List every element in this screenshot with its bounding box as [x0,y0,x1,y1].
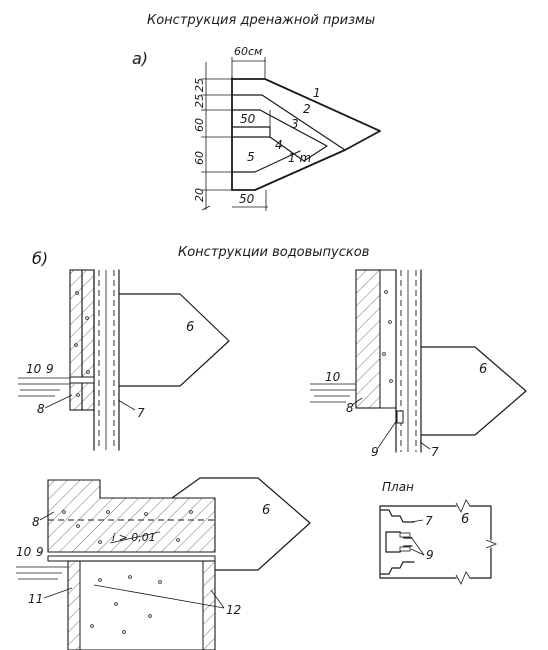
layer-label-2: 2 [303,102,311,116]
slope-label: 1 m [288,151,311,165]
label-a: а) [132,49,148,68]
dim-50-top: 50 [240,112,256,126]
tr-label-9: 9 [371,445,379,459]
tl-label-6: 6 [186,320,194,335]
tr-label-8: 8 [346,401,354,415]
layer-label-5: 5 [247,150,255,164]
outlet-top-right: 10 8 9 7 6 [310,269,527,459]
dim-20: 20 [193,188,206,202]
dim-50-bottom: 50 [239,192,255,206]
pl-label-7: 7 [425,514,433,528]
bl-label-10: 10 [16,545,32,559]
outlets-title: Конструкции водовыпусков [178,245,369,260]
outlet-top-left: 10 9 8 7 6 [18,269,230,451]
dim-25b: 25 [193,94,206,108]
tr-label-6: 6 [479,362,487,377]
layer-label-1: 1 [313,86,321,100]
label-b: б) [32,249,48,268]
dim-60cm: 60см [234,45,262,58]
tl-label-7: 7 [137,406,145,420]
layer-label-4: 4 [275,138,283,152]
bl-label-11: 11 [28,592,43,606]
bl-label-8: 8 [32,515,40,529]
drainage-prism-section: 25 25 60 60 20 60см 50 50 1 2 3 4 5 1 m [193,45,381,211]
tr-label-7: 7 [431,445,439,459]
layer-label-3: 3 [291,117,299,131]
tr-label-10: 10 [325,370,341,384]
pl-label-6: 6 [461,512,469,527]
dim-60b: 60 [193,151,206,165]
outlet-bottom-left: i > 0,01 8 10 9 11 12 6 [16,477,311,650]
bl-label-9: 9 [36,545,44,559]
tl-label-10: 10 [26,362,42,376]
tl-label-9: 9 [46,362,54,376]
bl-label-12: 12 [226,603,241,617]
tl-label-8: 8 [37,402,45,416]
bl-label-6: 6 [262,503,270,518]
plan-view: План 6 7 9 [379,480,498,585]
pl-label-9: 9 [426,548,434,562]
dim-60a: 60 [193,118,206,132]
plan-title: План [382,480,414,494]
dim-25a: 25 [193,78,206,92]
main-title: Конструкция дренажной призмы [147,13,375,28]
